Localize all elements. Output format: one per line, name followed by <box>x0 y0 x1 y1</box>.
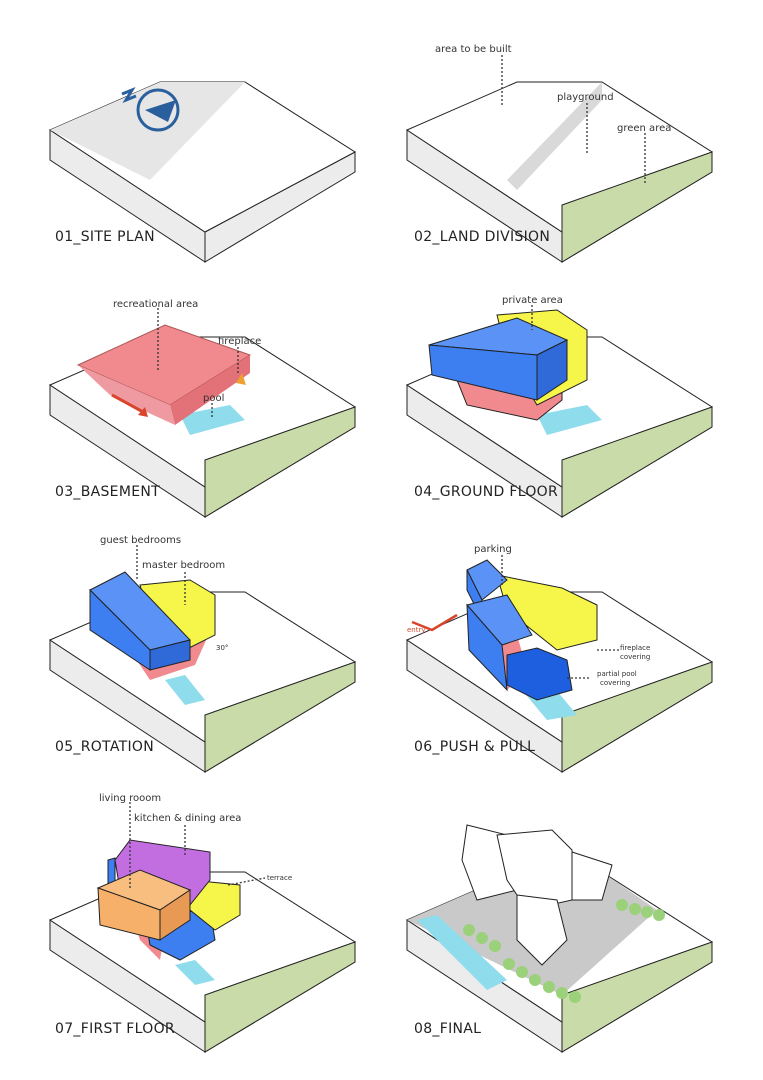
label: fireplace <box>218 336 261 347</box>
label: living rooom <box>99 793 161 804</box>
caption: 02_LAND DIVISION <box>414 229 550 245</box>
panel-ground-floor: private area 04_GROUND FLOOR <box>406 295 713 518</box>
label: playground <box>557 92 614 103</box>
label: recreational area <box>113 299 198 310</box>
label: parking <box>474 544 512 555</box>
label: guest bedrooms <box>100 535 181 546</box>
panel-land-division: area to be built playground green area 0… <box>406 44 713 263</box>
caption: 08_FINAL <box>414 1021 481 1037</box>
panel-final: 08_FINAL <box>406 824 713 1053</box>
entry-arrow-icon <box>411 613 458 632</box>
label: green area <box>617 123 671 134</box>
label: fireplace <box>620 644 650 652</box>
caption: 06_PUSH & PULL <box>414 739 535 755</box>
caption: 01_SITE PLAN <box>55 229 155 245</box>
north-arrow-icon <box>121 86 180 132</box>
panel-push-pull: parking entry fireplace covering partial… <box>406 544 713 773</box>
label: partial pool <box>597 670 637 678</box>
label: terrace <box>267 874 292 882</box>
panel-basement: recreational area fireplace pool 03_BASE… <box>49 299 356 518</box>
label: covering <box>620 653 650 661</box>
built-area-face <box>50 82 245 180</box>
label: kitchen & dining area <box>134 813 241 824</box>
caption: 04_GROUND FLOOR <box>414 484 558 500</box>
panel-rotation: guest bedrooms master bedroom 30° 05_ROT… <box>49 535 356 773</box>
panel-first-floor: living rooom kitchen & dining area terra… <box>49 793 356 1053</box>
playground-step <box>507 82 602 190</box>
label: covering <box>600 679 630 687</box>
tree-icon <box>463 899 665 1003</box>
label: pool <box>203 393 224 404</box>
label: area to be built <box>435 44 512 55</box>
label: master bedroom <box>142 560 225 571</box>
entry-arrow-icon <box>111 393 146 415</box>
label: 30° <box>216 644 228 652</box>
label: private area <box>502 295 563 306</box>
caption: 05_ROTATION <box>55 739 154 755</box>
pool <box>180 405 245 435</box>
panel-site-plan: 01_SITE PLAN <box>49 81 356 263</box>
label: entry <box>407 626 426 634</box>
green-area <box>561 151 713 263</box>
caption: 03_BASEMENT <box>55 484 160 500</box>
fireplace-icon <box>236 373 246 385</box>
caption: 07_FIRST FLOOR <box>55 1021 175 1037</box>
